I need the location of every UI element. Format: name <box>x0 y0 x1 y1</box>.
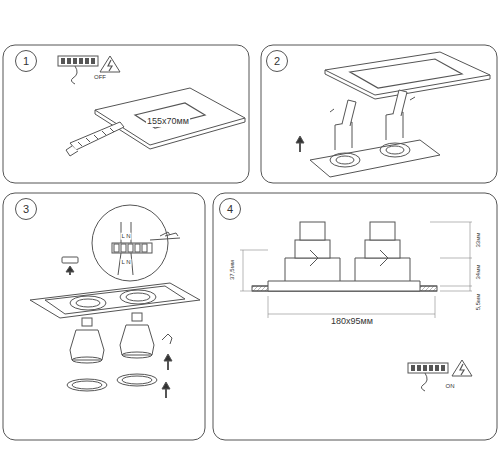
step-number: 3 <box>15 198 37 220</box>
dimension-label: 155x70мм <box>146 117 190 127</box>
dimension-label: 5,5мм <box>475 293 482 312</box>
step-number: 1 <box>15 50 37 72</box>
dimension-label: 34мм <box>475 264 482 281</box>
step-number-text: 2 <box>274 56 280 67</box>
step-number-text: 1 <box>23 56 29 67</box>
step-number: 4 <box>219 198 241 220</box>
step-number-text: 3 <box>23 204 29 215</box>
dimension-label: L N <box>120 233 131 240</box>
step-number-text: 4 <box>227 204 233 215</box>
dimension-label: OFF <box>93 74 107 81</box>
dimension-label: ON <box>445 383 456 390</box>
dimension-label: L N <box>120 259 131 266</box>
dimension-label: 37,5мм <box>229 259 236 281</box>
dimension-label: 33мм <box>475 232 482 249</box>
dimension-label: 180x95мм <box>330 317 374 327</box>
step-number: 2 <box>266 50 288 72</box>
